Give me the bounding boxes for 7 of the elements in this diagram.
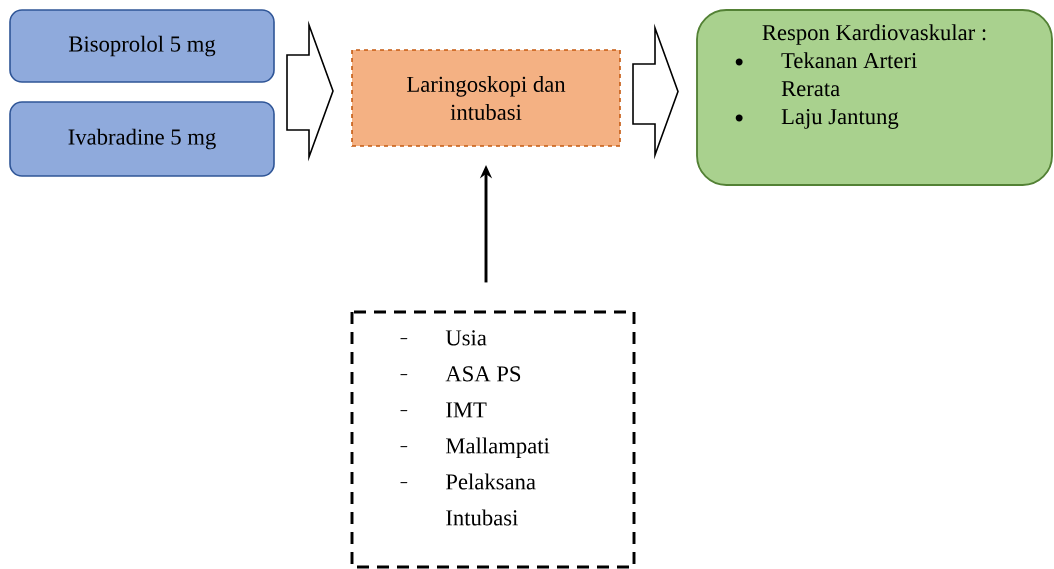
block-arrow: [632, 23, 679, 160]
block-arrow: [286, 20, 334, 162]
drug-box: Bisoprolol 5 mg: [9, 9, 275, 83]
factor-list-box: Usia ASA PS IMT Mallampati Pelaksana Intubasi: [350, 310, 636, 569]
outcome-box: Respon Kardiovaskular : Tekanan Arteri Rerata Laju Jantung: [696, 9, 1053, 186]
drug-box: Ivabradine 5 mg: [9, 101, 275, 177]
process-box: Laringoskopi dan intubasi: [351, 49, 621, 147]
